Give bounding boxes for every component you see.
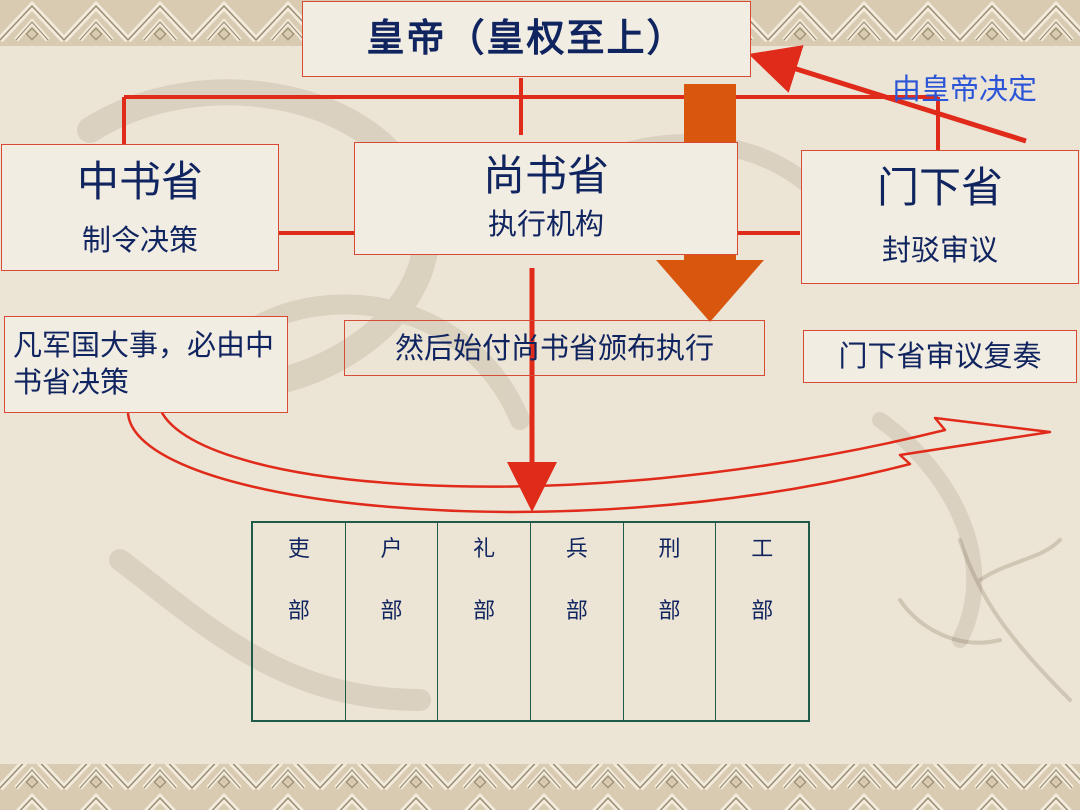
- ministry-suffix: 部: [565, 599, 588, 624]
- ministry-li-rites: 礼 部: [437, 523, 530, 720]
- zhongshu-box: 中书省 制令决策: [1, 144, 279, 271]
- shangshu-note: 然后始付尚书省颁布执行: [394, 331, 714, 365]
- ministry-char: 工: [751, 537, 774, 562]
- ministry-bing: 兵 部: [530, 523, 623, 720]
- ministry-suffix: 部: [658, 599, 681, 624]
- ministry-suffix: 部: [380, 599, 403, 624]
- zhongshu-note-box: 凡军国大事，必由中书省决策: [4, 316, 288, 413]
- menxia-note-box: 门下省审议复奏: [803, 330, 1077, 383]
- ministry-suffix: 部: [751, 599, 774, 624]
- ministry-hu: 户 部: [344, 523, 438, 720]
- ministry-li: 吏 部: [253, 523, 345, 720]
- ministry-char: 刑: [658, 537, 681, 562]
- shangshu-name: 尚书省: [482, 151, 609, 200]
- ministry-char: 吏: [287, 537, 310, 562]
- ministry-char: 兵: [565, 537, 588, 562]
- curved-flow-arrow: [126, 400, 1052, 514]
- ministry-char: 户: [380, 537, 403, 562]
- menxia-note: 门下省审议复奏: [838, 339, 1042, 373]
- shangshu-box: 尚书省 执行机构: [354, 142, 738, 255]
- zhongshu-note: 凡军国大事，必由中书省决策: [13, 328, 275, 399]
- ministry-xing: 刑 部: [622, 523, 716, 720]
- shangshu-note-box: 然后始付尚书省颁布执行: [344, 320, 765, 376]
- ministry-char: 礼: [473, 537, 496, 562]
- zhongshu-name: 中书省: [76, 157, 203, 206]
- emperor-title: 皇帝（皇权至上）: [366, 15, 687, 60]
- zhongshu-role: 制令决策: [81, 223, 198, 257]
- emperor-note: 由皇帝决定: [892, 74, 1038, 106]
- menxia-box: 门下省 封驳审议: [801, 150, 1079, 284]
- menxia-role: 封驳审议: [881, 233, 998, 267]
- six-ministries-table: 吏 部 户 部 礼 部 兵 部 刑 部 工 部: [251, 521, 810, 722]
- decision-arrow: [748, 45, 1027, 144]
- emperor-box: 皇帝（皇权至上）: [302, 1, 751, 77]
- ministry-gong: 工 部: [715, 523, 808, 720]
- ministry-suffix: 部: [287, 599, 310, 624]
- shangshu-role: 执行机构: [487, 207, 604, 241]
- ministry-suffix: 部: [473, 599, 496, 624]
- menxia-name: 门下省: [876, 163, 1003, 212]
